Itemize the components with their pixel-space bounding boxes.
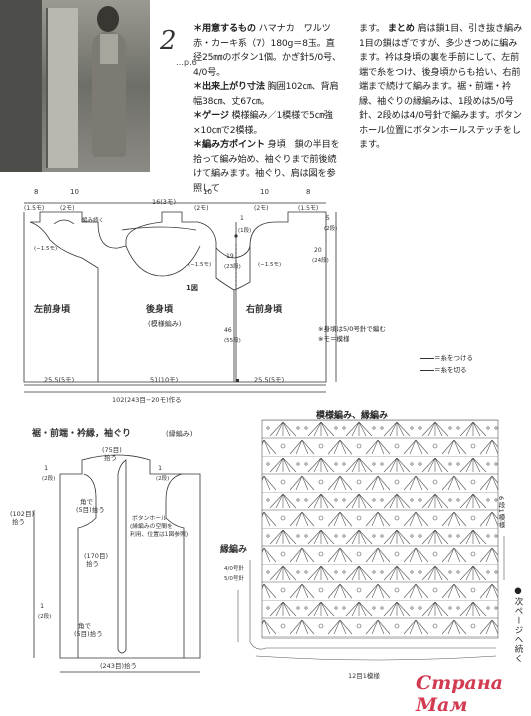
dim-top-16: 16(3モ) (152, 198, 176, 206)
dim-right-1: 1 (158, 464, 162, 472)
edging-schematic-diagram: 裾・前端・衿縁，袖ぐり (縁編み) (75目) 拾う 1 (2段) 1 (2段)… (10, 427, 201, 673)
dim-top-10b-m: (2モ) (194, 205, 209, 212)
dim-170: (170目) (84, 552, 108, 560)
row-repeat-label: 6段1模様 (497, 496, 505, 529)
dim-top-10a: 10 (70, 188, 79, 196)
model-photo (0, 0, 150, 172)
dim-r5-m: (2段) (324, 224, 337, 232)
stitch-chart: 縁編み 4/0号針 5/0号針 12目1模様 (220, 419, 505, 680)
dim-c19-m: (23段) (224, 262, 241, 270)
dim-top-8b-m: (1.5モ) (298, 205, 318, 212)
label-continue-knitting: 編み続く (82, 216, 104, 224)
dim-top-8-m: (1.5モ) (24, 205, 44, 212)
diagram1-legend: ＝糸をつける ＝糸を切る (420, 352, 473, 376)
dim-c46-m: (55段) (224, 336, 241, 344)
corner-b: 角で (78, 621, 92, 630)
materials-text: ハマナカ ワルツ赤・カーキ系（7）180g＝8玉。直径25㎜のボタン1個。かぎ針… (193, 23, 341, 78)
dim-left-1b-m: (2段) (38, 612, 51, 620)
dim-75: (75目) (102, 446, 122, 454)
dim-total: 102(243目−20モ)作る (112, 395, 182, 404)
points-text: 身頃 鎖の半目を拾って編み始め、袖ぐりまで前後続けて編みます。袖ぐり、肩は図を参… (193, 139, 340, 194)
buttonhole-label-c: 利用、位置は1図参照) (130, 530, 188, 538)
instructions-column-1: ＊用意するもの ハマナカ ワルツ赤・カーキ系（7）180g＝8玉。直径25㎜のボ… (193, 22, 341, 196)
dim-75-b: 拾う (104, 453, 117, 462)
needle-4-0: 4/0号針 (224, 564, 244, 572)
note-pattern: ※モ＝模様 (318, 335, 350, 343)
dim-170-b: 拾う (86, 559, 99, 568)
diagram1-notes: ※身頃は5/0号針で編む ※モ＝模様 (318, 324, 386, 344)
dim-left-1-m: (2段) (42, 474, 55, 482)
gauge-heading: ＊ゲージ (193, 110, 229, 121)
buttonhole-label-b: (縁編みの空間を (130, 522, 173, 530)
dim-1: 1 (240, 215, 244, 222)
dim-r20: 20 (314, 247, 322, 254)
dim-102: (102目) (10, 510, 34, 518)
label-back-sub: (模様編み) (148, 319, 182, 328)
page-reference: …p.6 (176, 58, 197, 67)
needle-5-0: 5/0号針 (224, 574, 244, 582)
corner-a-b: (5目)拾う (76, 505, 105, 514)
dim-left-1b: 1 (40, 602, 44, 610)
dim-r20-m: (24段) (312, 256, 329, 264)
dim-1-m: (1段) (238, 226, 251, 234)
dim-243: (243目)拾う (100, 661, 137, 670)
pattern-number: 2 (160, 26, 177, 56)
dim-top-10c: 10 (260, 188, 269, 196)
gauge-text: 模様編み／1模様で5㎝強×10㎝で2模様。 (193, 110, 333, 136)
materials-heading: ＊用意するもの (193, 23, 256, 34)
dim-right-1-m: (2段) (156, 474, 169, 482)
size-heading: ＊出来上がり寸法 (193, 81, 265, 92)
diagram2-subtitle: (縁編み) (166, 429, 193, 438)
corner-a: 角で (80, 497, 94, 506)
label-right-front: 右前身頃 (245, 303, 283, 315)
points-heading: ＊編み方ポイント (193, 139, 265, 150)
instructions-column-2: ます。 まとめ 肩は鎖1目、引き抜き編み1目の鎖はぎですが、多少きつめに編みます… (359, 22, 525, 153)
note-needle: ※身頃は5/0号針で編む (318, 325, 386, 333)
dim-top-10b: 10 (203, 188, 212, 196)
col2-text: ます。 (359, 23, 386, 34)
dim-c46: 46 (224, 327, 232, 334)
diagram2-title: 裾・前端・衿縁，袖ぐり (32, 427, 131, 439)
finish-text: 肩は鎖1目、引き抜き編み1目の鎖はぎですが、多少きつめに編みます。衿は身頃の裏を… (359, 23, 522, 150)
dim-left-1: 1 (44, 464, 48, 472)
dim-top-8: 8 (34, 188, 38, 196)
dim-r5: 5 (326, 215, 330, 222)
dim-top-10c-m: (2モ) (254, 205, 269, 212)
dim-102-b: 拾う (12, 517, 25, 526)
dim-bottom-left: 25.5(5モ) (44, 376, 74, 384)
finish-heading: まとめ (387, 23, 415, 34)
dim-bottom-right: 25.5(5モ) (254, 376, 284, 384)
label-left-front: 左前身頃 (33, 303, 71, 315)
legend-attach-yarn: ＝糸をつける (434, 354, 473, 362)
next-page-label: ●次ページへ続く (513, 586, 523, 664)
dim-top-8b: 8 (306, 188, 310, 196)
size-text: 胸囲102㎝、背肩幅38㎝、丈67㎝。 (193, 81, 339, 107)
dim-c19: 19 (226, 253, 234, 260)
label-back: 後身頃 (146, 303, 174, 315)
body-schematic-diagram: 8 (1.5モ) 10 (2モ) 16(3モ) 10 (2モ) 10 (2モ) … (23, 188, 337, 404)
edge-label: 縁編み (220, 543, 247, 555)
dim-minus-b: (−1.5モ) (258, 261, 281, 268)
dim-bottom-mid: 51(10モ) (150, 376, 178, 384)
dim-minus-c: (−1.5モ) (34, 245, 57, 252)
legend-cut-yarn: ＝糸を切る (434, 366, 467, 374)
watermark-logo: Страна Мам (416, 672, 503, 716)
buttonhole-label: ボタンホール (132, 514, 167, 522)
chart-title: 模様編み、縁編み (316, 411, 389, 421)
dim-minus-a: (−1.5モ) (188, 261, 211, 268)
repeat-label: 12目1模様 (348, 671, 380, 680)
corner-b-b: (5目)拾う (74, 629, 103, 638)
dim-top-10a-m: (2モ) (60, 205, 75, 212)
diagram1-title: 1図 (186, 283, 198, 292)
